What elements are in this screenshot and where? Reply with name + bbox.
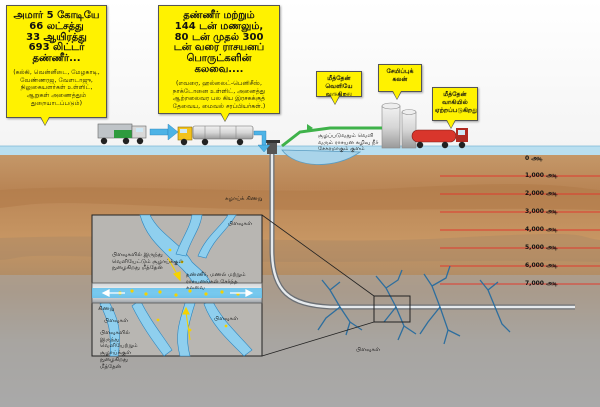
callout-pointer xyxy=(220,113,230,122)
label-waste-pond: சூழப்படுவதும் வெளி வரும் ராசயன கழிவு நீர… xyxy=(318,133,379,153)
depth-label: 0 அடி xyxy=(525,155,543,162)
depth-lines xyxy=(440,175,600,285)
gas-pipe xyxy=(281,126,360,148)
callout-subtext: (கல்கி, வென்னீடை, மேழகாடி, வேண்ணரஜ, வேளட… xyxy=(13,68,100,107)
callout-line-3: 80 டன் முதல் 300 xyxy=(174,31,264,43)
callout-transport: மீத்தேன் வாகியில் ஏற்றப்படுகிறது xyxy=(432,87,478,121)
label-pipe: கிணறு xyxy=(98,306,115,312)
callout-line-1: அமார் 5 கோடியே xyxy=(13,10,100,21)
depth-label: 5,000 அடி xyxy=(525,244,558,251)
fractures-right xyxy=(317,265,511,345)
depth-label: 3,000 அடி xyxy=(525,208,558,215)
callout-line-1: தண்ணீர் மற்றும் xyxy=(183,10,255,21)
callout-subtext: (எவரை, ஹல்லைட்-பெனிசீஸ், நாக்டோனை உள்ளிட… xyxy=(172,79,266,111)
depth-label: 7,000 அடி xyxy=(525,280,558,287)
callout-pointer xyxy=(392,91,402,100)
callout-pointer xyxy=(40,117,50,126)
waste-pond xyxy=(281,149,362,165)
chemical-tanker xyxy=(177,125,254,146)
label-fractures-left: பிளவுகள் xyxy=(104,318,129,324)
label-fractures-far: பிளவுகள் xyxy=(356,347,381,353)
label-fractures-top: பிளவுகள் xyxy=(228,221,253,227)
callout-line-2: 66 லட்சத்து xyxy=(29,20,84,32)
label-inset-methane: பிளவுகளில் இருந்து வெளியேட்டும் சூழாய்க்… xyxy=(112,252,184,272)
depth-label: 2,000 அடி xyxy=(525,190,558,197)
callout-methane-out: மீத்தேன் வெளியே வருகிறது xyxy=(316,71,362,97)
callout-line-4: டன் வரை ராசயனப் xyxy=(173,42,265,54)
callout-line-5: பொருட்களின் கலவை.... xyxy=(186,53,252,75)
label-inset-bottom: பிளவுகளில் இருந்து வெளியேற்றும் சூழாய்க்… xyxy=(100,330,138,370)
callout-water-volume: அமார் 5 கோடியே 66 லட்சத்து 33 ஆயிரத்து 6… xyxy=(6,5,107,118)
depth-label: 1,000 அடி xyxy=(525,172,558,179)
callout-pointer xyxy=(446,120,456,129)
fracture-inset xyxy=(91,214,263,357)
callout-pointer xyxy=(330,96,340,105)
depth-label: 6,000 அடி xyxy=(525,262,558,269)
water-tanker xyxy=(97,123,147,145)
label-fractures-right: பிளவுகள் xyxy=(214,316,239,322)
callout-line-3: 33 ஆயிரத்து xyxy=(26,31,87,43)
callout-line-4: 693 லிட்டர் தண்ணீர்... xyxy=(28,42,85,65)
wellhead xyxy=(267,142,277,154)
callout-line-2: 144 டன் மணலும், xyxy=(174,20,264,32)
depth-label: 4,000 அடி xyxy=(525,226,558,233)
storage-tanks xyxy=(381,102,417,149)
label-mix: தண்ணீர், மணல் மற்றும் ராசயனங்கள் சேர்ந்த… xyxy=(186,272,246,292)
callout-chemical-mix: தண்ணீர் மற்றும் 144 டன் மணலும், 80 டன் ம… xyxy=(158,5,280,114)
callout-storage: சேமிப்புக் கலன் xyxy=(378,64,422,92)
label-well: சுழாய்க் கிணறு xyxy=(225,196,263,202)
methane-tanker xyxy=(411,128,468,149)
